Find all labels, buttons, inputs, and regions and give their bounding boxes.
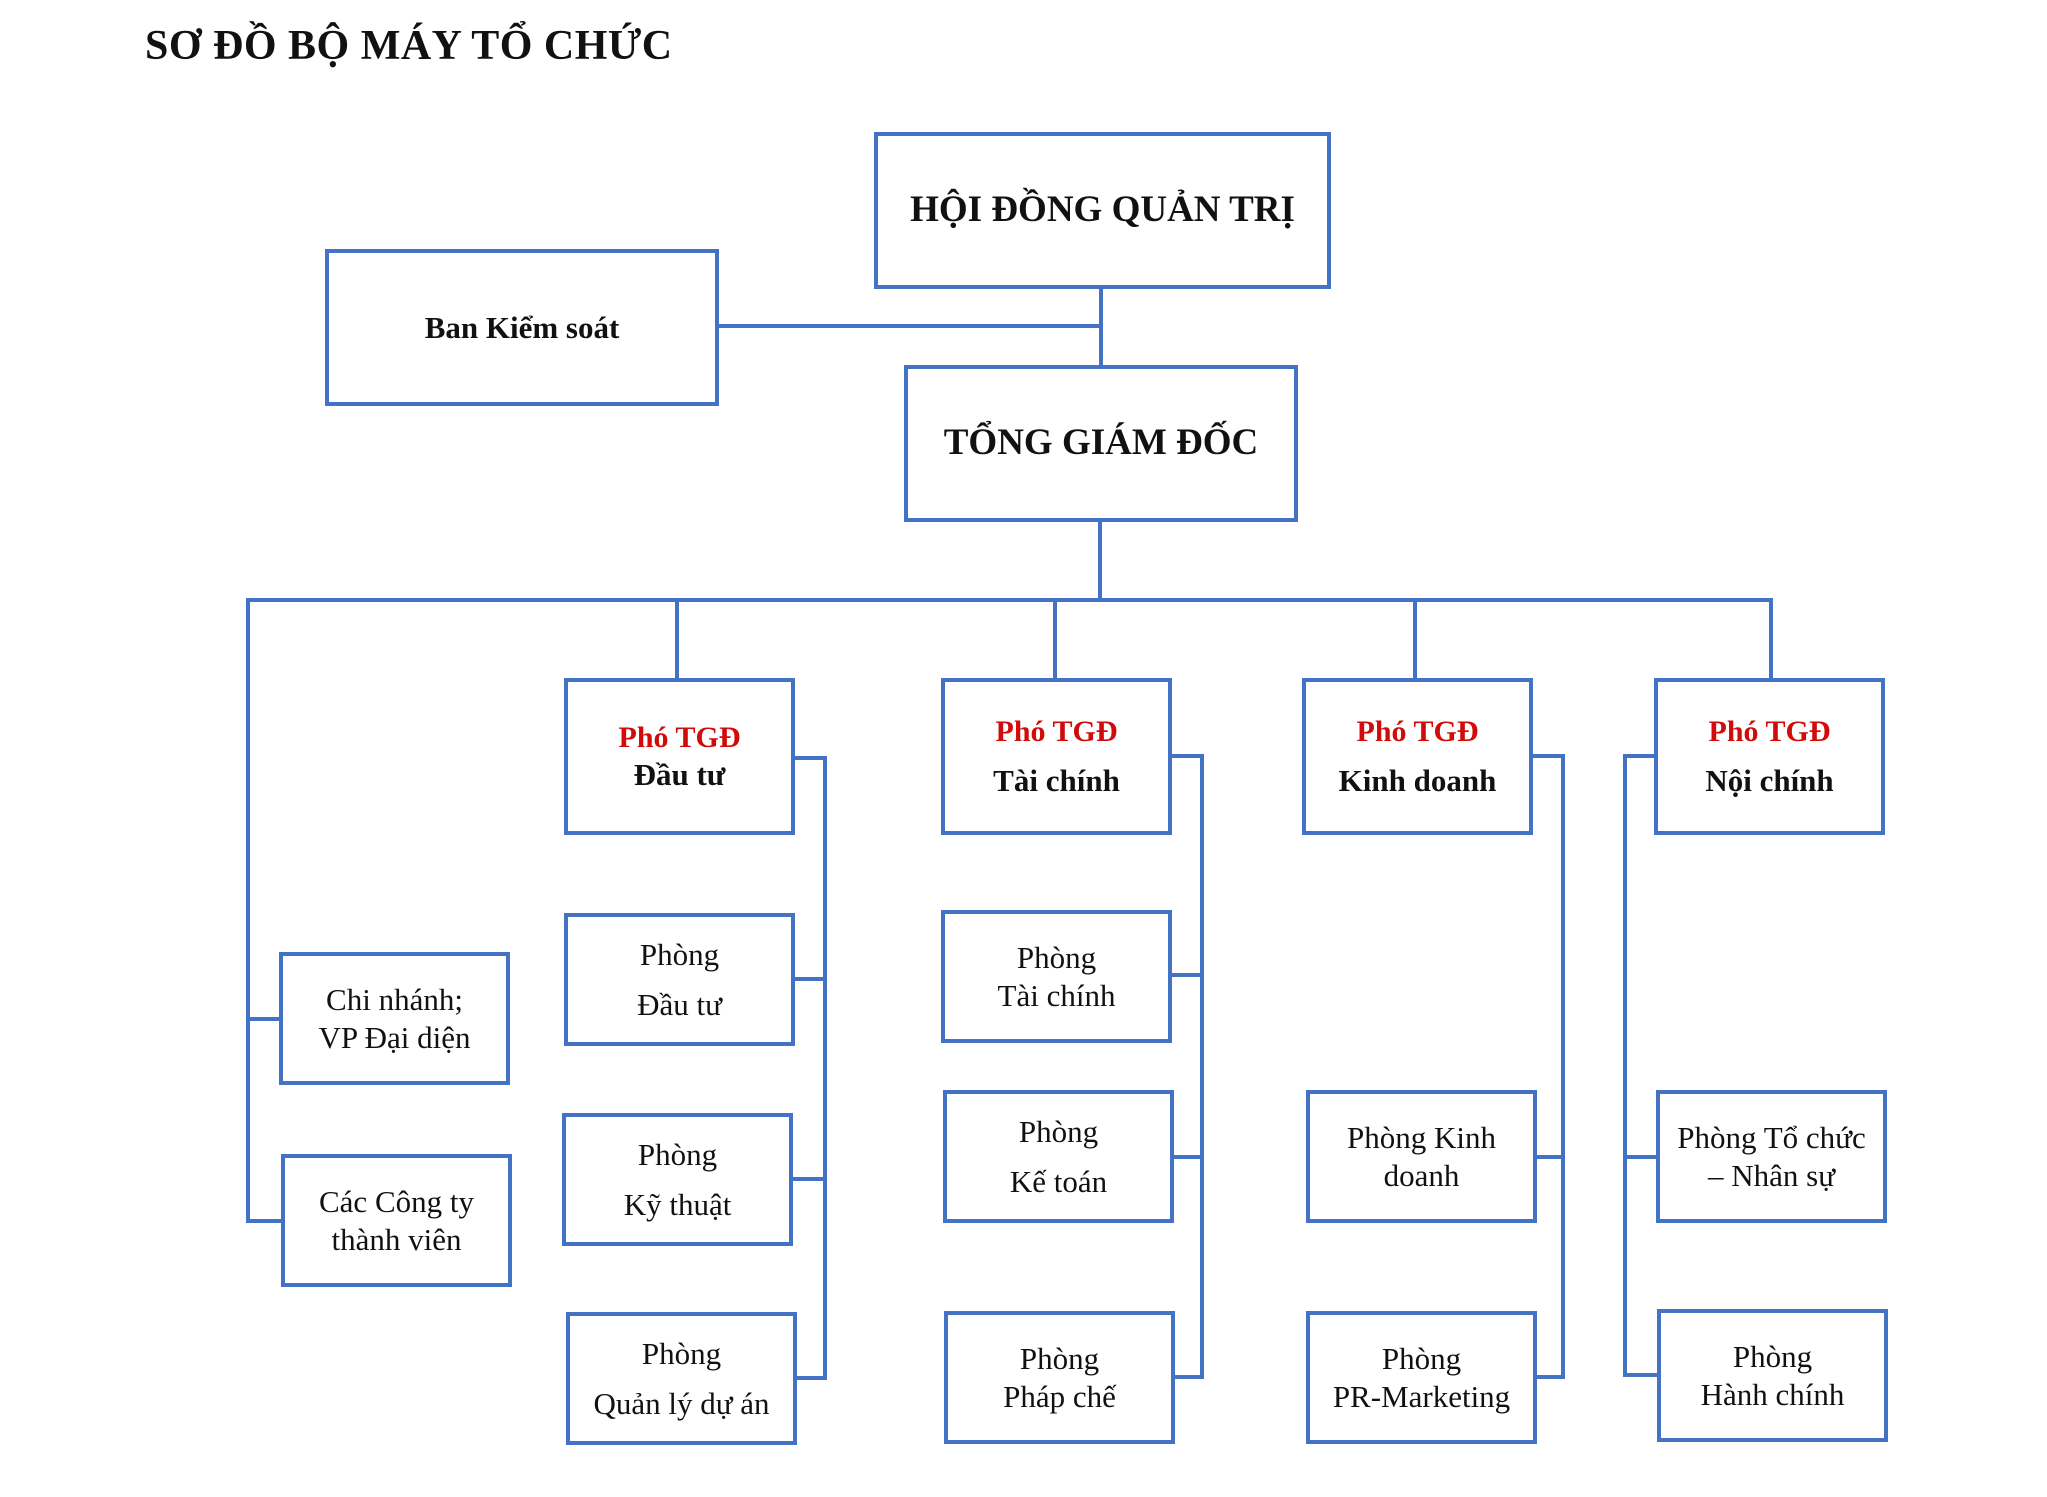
dept-pr-box: Phòng PR-Marketing <box>1306 1311 1537 1444</box>
ceo-label: TỔNG GIÁM ĐỐC <box>943 422 1259 464</box>
box-line: Phòng <box>1019 1341 1100 1377</box>
box-line: Các Công ty <box>319 1184 474 1220</box>
dept-legal-box: Phòng Pháp chế <box>944 1311 1175 1444</box>
dept-finance-box: Phòng Tài chính <box>941 910 1172 1043</box>
dept-accounting-box: Phòng Kế toán <box>943 1090 1174 1223</box>
box-line: Phòng <box>1016 940 1097 976</box>
box-line: Đầu tư <box>637 986 722 1022</box>
box-line: Quản lý dự án <box>593 1385 770 1421</box>
vice-title: Phó TGĐ <box>1708 714 1831 748</box>
page-title: SƠ ĐỒ BỘ MÁY TỔ CHỨC <box>145 23 673 69</box>
box-line: Kế toán <box>1009 1163 1108 1199</box>
vice-title: Phó TGĐ <box>1356 714 1479 748</box>
dept-technical-box: Phòng Kỹ thuật <box>562 1113 793 1246</box>
vice-box-investment: Phó TGĐ Đầu tư <box>564 678 795 835</box>
box-line: Phòng <box>641 1336 722 1372</box>
box-line: VP Đại diện <box>318 1019 471 1055</box>
dept-project-box: Phòng Quản lý dự án <box>566 1312 797 1445</box>
branch-office-box: Chi nhánh; VP Đại diện <box>279 952 510 1085</box>
box-line: Pháp chế <box>1003 1378 1116 1414</box>
vice-box-finance: Phó TGĐ Tài chính <box>941 678 1172 835</box>
dept-investment-box: Phòng Đầu tư <box>564 913 795 1046</box>
box-line: thành viên <box>331 1221 462 1257</box>
box-line: PR-Marketing <box>1332 1378 1511 1414</box>
box-line: Phòng Kinh <box>1347 1120 1496 1156</box>
box-line: Phòng <box>1018 1114 1099 1150</box>
vice-area-label: Đầu tư <box>633 756 726 792</box>
member-companies-box: Các Công ty thành viên <box>281 1154 512 1287</box>
board-label: HỘI ĐỒNG QUẢN TRỊ <box>910 189 1295 231</box>
box-line: – Nhân sự <box>1707 1157 1835 1193</box>
ceo-box: TỔNG GIÁM ĐỐC <box>904 365 1298 522</box>
dept-sales-box: Phòng Kinh doanh <box>1306 1090 1537 1223</box>
box-line: Phòng <box>637 1137 718 1173</box>
vice-title: Phó TGĐ <box>618 720 741 754</box>
dept-hr-box: Phòng Tổ chức – Nhân sự <box>1656 1090 1887 1223</box>
vice-title: Phó TGĐ <box>995 714 1118 748</box>
vice-box-sales: Phó TGĐ Kinh doanh <box>1302 678 1533 835</box>
box-line: Phòng <box>1732 1339 1813 1375</box>
box-line: Chi nhánh; <box>326 982 463 1018</box>
box-line: doanh <box>1383 1157 1460 1193</box>
supervisory-box: Ban Kiểm soát <box>325 249 719 406</box>
box-line: Tài chính <box>997 977 1116 1013</box>
box-line: Phòng Tổ chức <box>1677 1120 1866 1156</box>
supervisory-label: Ban Kiểm soát <box>424 309 620 345</box>
vice-area-label: Kinh doanh <box>1338 762 1497 798</box>
vice-box-internal: Phó TGĐ Nội chính <box>1654 678 1885 835</box>
board-box: HỘI ĐỒNG QUẢN TRỊ <box>874 132 1331 289</box>
box-line: Hành chính <box>1700 1376 1845 1412</box>
box-line: Kỹ thuật <box>623 1186 732 1222</box>
dept-admin-box: Phòng Hành chính <box>1657 1309 1888 1442</box>
vice-area-label: Tài chính <box>993 762 1120 798</box>
box-line: Phòng <box>1381 1341 1462 1377</box>
box-line: Phòng <box>639 937 720 973</box>
vice-area-label: Nội chính <box>1705 762 1834 798</box>
